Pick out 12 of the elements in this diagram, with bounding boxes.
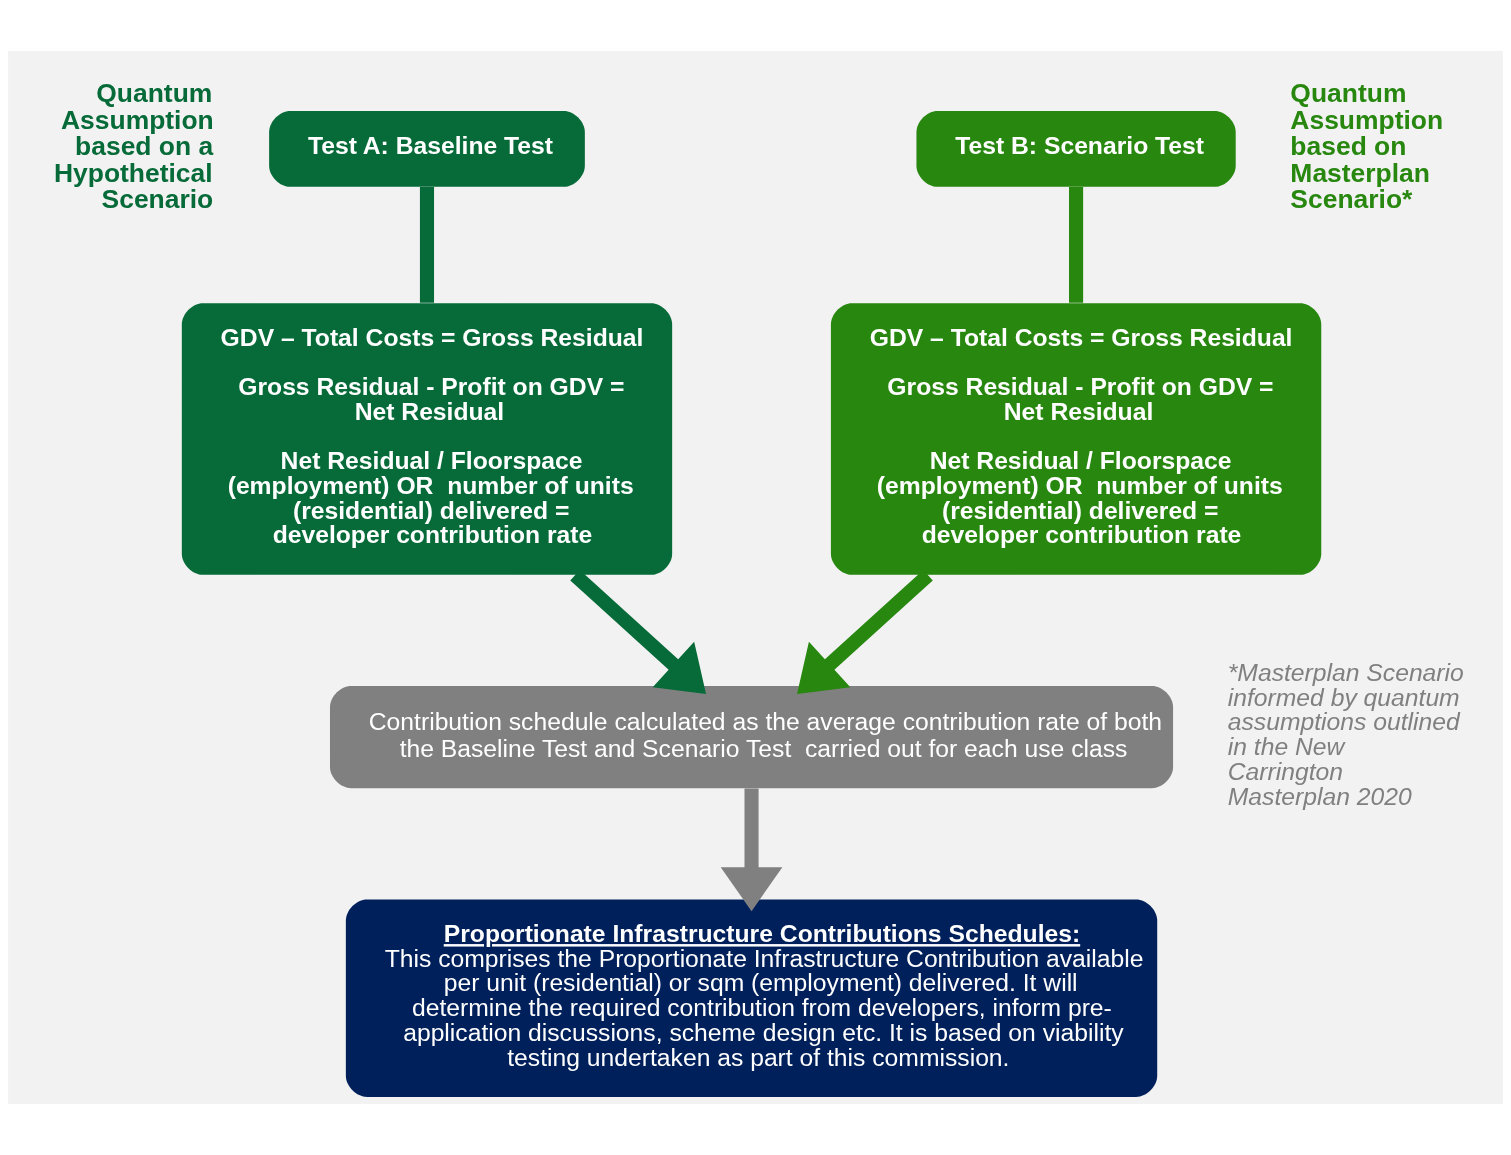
connector (1069, 186, 1084, 303)
node-box: Test B: Scenario Test (916, 110, 1236, 187)
node-box: GDV – Total Costs = Gross Residual Gross Residual - Profit on GDV = Net Residual Net Residual / Floorspace (employment) OR number of units (residential) delivered = developer contribution rate (181, 303, 673, 575)
node-box: Proportionate Infrastructure Contributions Schedules: This comprises the Proportionate Infrastructure Contribution available per unit (residential) or sqm (employment) delivered. It will determine the required contribution from developers, inform pre-application discussions, scheme design etc. It is based on viability testing undertaken as part of this commission. (345, 899, 1158, 1097)
node-label: Quantum Assumption based on Masterplan Scenario* (1290, 78, 1444, 214)
node-box: Contribution schedule calculated as the average contribution rate of both the Baseline Test and Scenario Test carried out for each use class (330, 685, 1174, 789)
arrow (720, 788, 783, 912)
label: *Masterplan Scenario informed by quantum assumptions outlined in the New Carrington Masterplan 2020 (1227, 659, 1464, 810)
connector (419, 186, 435, 303)
node-box: Test A: Baseline Test (269, 110, 585, 187)
node-box: GDV – Total Costs = Gross Residual Gross Residual - Profit on GDV = Net Residual Net Residual / Floorspace (employment) OR number of units (residential) delivered = developer contribution rate (830, 303, 1322, 575)
node-label: Quantum Assumption based on a Hypothetical Scenario (53, 78, 214, 214)
